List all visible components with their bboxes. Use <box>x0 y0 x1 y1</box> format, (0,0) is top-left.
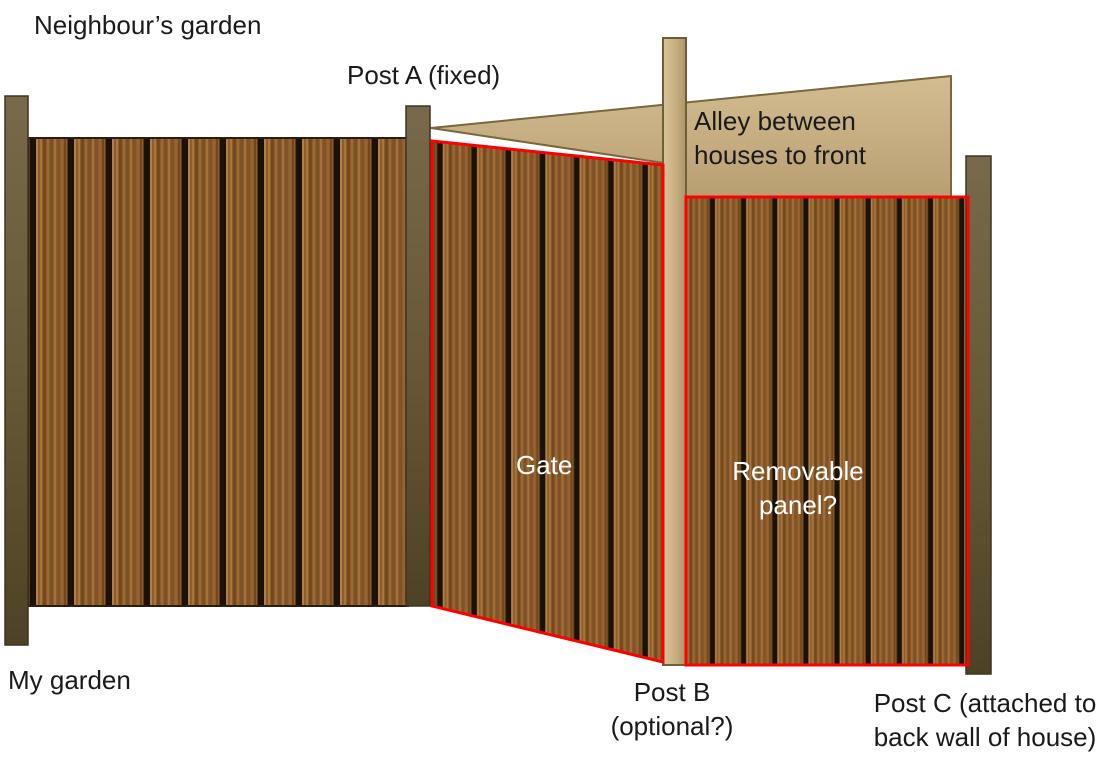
post-b-label-line2: (optional?) <box>610 711 734 741</box>
gate-outline <box>430 139 665 664</box>
post-b-label: Post B (optional?) <box>591 675 753 743</box>
left-boundary-post <box>4 95 29 646</box>
neighbours-garden-label: Neighbour’s garden <box>34 10 262 40</box>
removable-fence-panel <box>686 197 968 665</box>
post-a-label: Post A (fixed) <box>347 60 501 90</box>
post-c-label-line2: back wall of house) <box>873 722 1097 752</box>
removable-panel-outline <box>684 195 970 667</box>
post-a <box>405 105 431 607</box>
gate-label: Gate <box>516 450 573 480</box>
gate-panel <box>432 141 663 662</box>
post-c <box>965 155 992 675</box>
alley-label: Alley between houses to front <box>694 106 866 170</box>
my-garden-label: My garden <box>8 665 131 695</box>
post-c-label-line1: Post C (attached to <box>873 688 1097 718</box>
post-b <box>662 37 687 666</box>
left-fence-panel <box>27 137 409 607</box>
removable-panel-label: Removable panel? <box>732 456 864 520</box>
post-b-label-line1: Post B <box>633 677 711 707</box>
post-c-label: Post C (attached to back wall of house) <box>858 686 1112 754</box>
